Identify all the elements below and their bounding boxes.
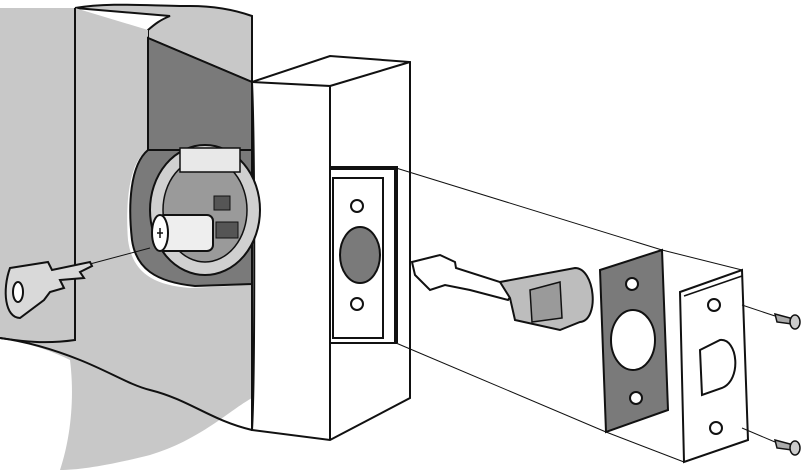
faceplate-hole-top [350, 199, 364, 213]
assembly-guide-lines [395, 167, 776, 463]
lock-cylinder [149, 144, 261, 276]
latch-gasket [598, 248, 670, 434]
key [4, 247, 151, 320]
screw-top [773, 312, 801, 330]
strike-plate [678, 268, 750, 464]
latch-bolt [410, 253, 594, 332]
key-guide-line [89, 247, 151, 265]
faceplate-hole-bottom [350, 297, 364, 311]
screw-bottom [773, 438, 801, 456]
screws [773, 312, 801, 456]
door-edge [251, 54, 411, 442]
bore-hole [339, 226, 381, 284]
